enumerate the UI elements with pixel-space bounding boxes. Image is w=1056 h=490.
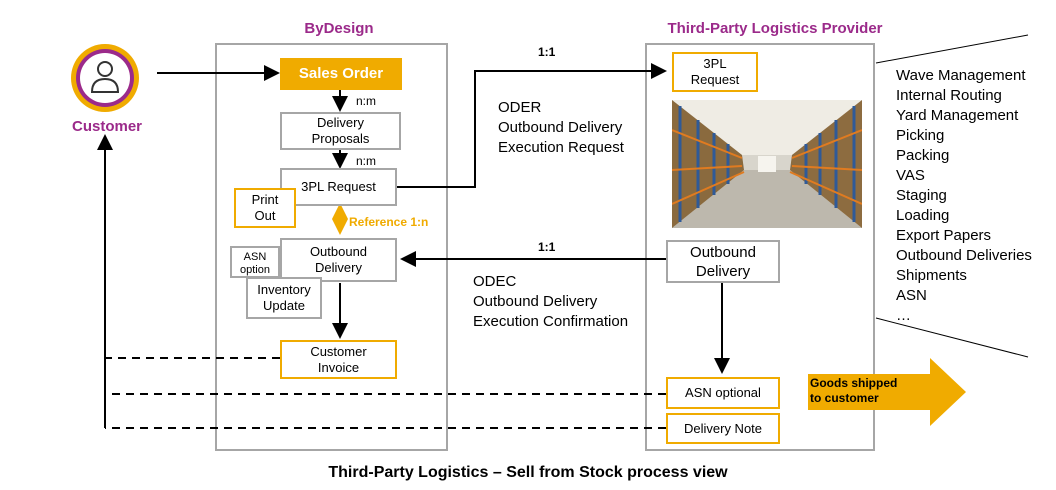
- list-item: Yard Management: [896, 107, 1019, 124]
- list-item: ASN: [896, 287, 927, 304]
- odec-text: ODEC Outbound Delivery Execution Confirm…: [473, 273, 629, 330]
- outbound-delivery-box: Outbound Delivery: [280, 238, 397, 282]
- warehouse-image: [672, 100, 862, 228]
- provider-title: Third-Party Logistics Provider: [667, 20, 883, 37]
- inventory-update-box: Inventory Update: [246, 277, 322, 319]
- print-out-box: Print Out: [234, 188, 296, 228]
- nm-label-2: n:m: [356, 154, 377, 168]
- list-item: …: [896, 307, 911, 324]
- list-item: Shipments: [896, 267, 967, 284]
- 3pl-request-box: 3PL Request: [280, 168, 397, 206]
- goods-shipped-label: Goods shipped to customer: [810, 376, 898, 405]
- list-item: Packing: [896, 147, 950, 164]
- nm-label-1: n:m: [356, 94, 377, 108]
- provider-outbound-delivery-box: Outbound Delivery: [666, 240, 780, 283]
- customer-avatar: [65, 40, 145, 120]
- bydesign-frame: [215, 43, 448, 451]
- goods-shipped-arrow: [808, 358, 966, 426]
- activity-list: Wave Management Internal Routing Yard Ma…: [896, 66, 1054, 326]
- list-item: Loading: [896, 207, 950, 224]
- oder-text: ODER Outbound Delivery Execution Request: [498, 99, 624, 156]
- list-item: Wave Management: [896, 67, 1026, 84]
- list-item: Staging: [896, 187, 947, 204]
- asn-option-box: ASN option: [230, 246, 280, 278]
- delivery-note-box: Delivery Note: [666, 413, 780, 444]
- bydesign-title: ByDesign: [304, 20, 374, 37]
- list-item: Outbound Deliveries: [896, 247, 1032, 264]
- provider-3pl-request-box: 3PL Request: [672, 52, 758, 92]
- list-item: Picking: [896, 127, 945, 144]
- reference-label: Reference 1:n: [349, 215, 429, 229]
- provider-frame: [645, 43, 875, 451]
- person-icon: [71, 44, 139, 112]
- oder-ratio: 1:1: [538, 45, 556, 59]
- customer-invoice-box: Customer Invoice: [280, 340, 397, 379]
- list-item: VAS: [896, 167, 925, 184]
- odec-ratio: 1:1: [538, 240, 556, 254]
- asn-optional-box: ASN optional: [666, 377, 780, 409]
- sales-order-box: Sales Order: [280, 58, 402, 90]
- list-item: Internal Routing: [896, 87, 1002, 104]
- delivery-proposals-box: Delivery Proposals: [280, 112, 401, 150]
- diagram-title: Third-Party Logistics – Sell from Stock …: [328, 464, 728, 481]
- list-item: Export Papers: [896, 227, 992, 244]
- customer-label: Customer: [71, 118, 142, 135]
